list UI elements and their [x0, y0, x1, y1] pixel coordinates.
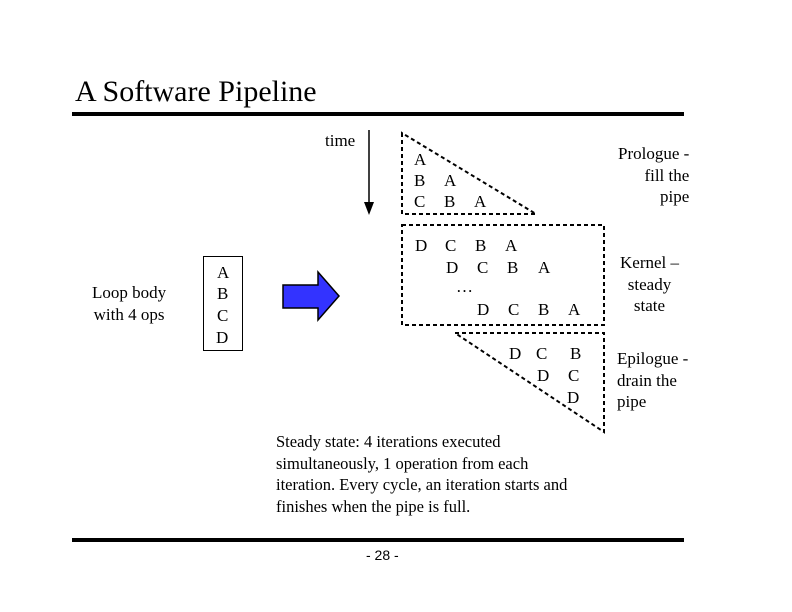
- kernel-op: A: [505, 236, 518, 255]
- epilogue-op: D: [537, 366, 550, 385]
- steady-state-text: Steady state: 4 iterations executed simu…: [276, 432, 568, 516]
- kernel-op: B: [475, 236, 487, 255]
- kernel-op: C: [477, 258, 489, 277]
- loop-op: A: [217, 263, 230, 282]
- kernel-ellipsis: …: [456, 277, 473, 296]
- kernel-label: Kernel – steady state: [620, 253, 680, 315]
- kernel-op: A: [568, 300, 581, 319]
- kernel-op: D: [415, 236, 428, 255]
- time-arrow-icon: [364, 130, 374, 215]
- epilogue-outline: [451, 332, 605, 434]
- loop-op: B: [217, 284, 229, 303]
- epilogue-op: B: [570, 344, 582, 363]
- loop-body-label: Loop body with 4 ops: [92, 283, 167, 324]
- prologue-label: Prologue - fill the pipe: [618, 144, 690, 206]
- epilogue-label: Epilogue - drain the pipe: [617, 349, 689, 411]
- epilogue-op: D: [567, 388, 580, 407]
- kernel-op: C: [508, 300, 520, 319]
- epilogue-op: D: [509, 344, 522, 363]
- kernel-op: B: [538, 300, 550, 319]
- time-label: time: [325, 131, 356, 150]
- epilogue-op: C: [536, 344, 548, 363]
- loop-body-box: [203, 256, 243, 351]
- prologue-op: B: [444, 192, 456, 211]
- loop-op: C: [217, 306, 229, 325]
- kernel-op: A: [538, 258, 551, 277]
- epilogue-op: C: [568, 366, 580, 385]
- kernel-op: B: [507, 258, 519, 277]
- title-divider: [72, 112, 684, 116]
- kernel-outline: [401, 224, 605, 326]
- prologue-op: A: [474, 192, 487, 211]
- loop-op: D: [216, 328, 229, 347]
- big-arrow-icon: [282, 270, 340, 322]
- prologue-op: C: [414, 192, 426, 211]
- prologue-op: A: [444, 171, 457, 190]
- page-number: - 28 -: [366, 547, 399, 563]
- kernel-op: D: [446, 258, 459, 277]
- kernel-op: D: [477, 300, 490, 319]
- kernel-op: C: [445, 236, 457, 255]
- slide-title: A Software Pipeline: [75, 75, 317, 108]
- prologue-op: A: [414, 150, 427, 169]
- prologue-op: B: [414, 171, 426, 190]
- footer-divider: [72, 538, 684, 542]
- prologue-outline: [401, 131, 540, 215]
